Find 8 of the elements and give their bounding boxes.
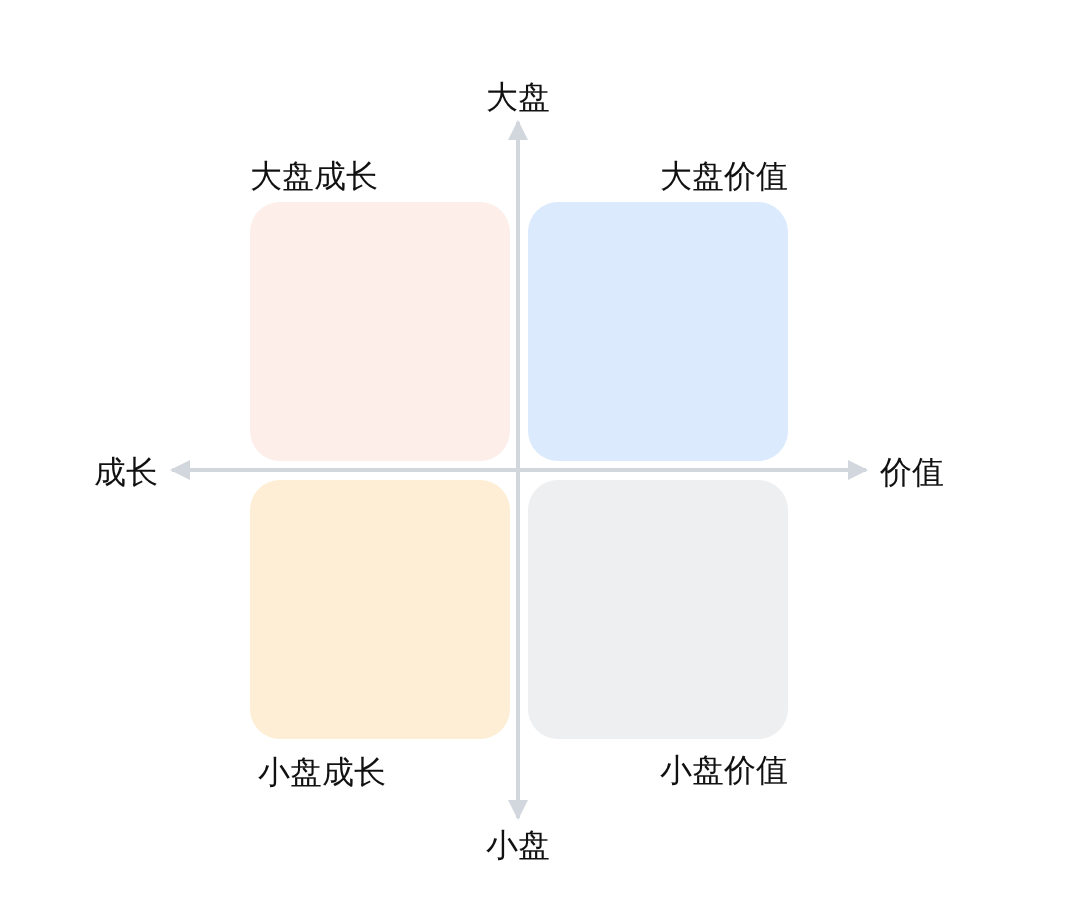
quadrant-title: 大盘成长 bbox=[250, 156, 378, 196]
axis-label: 小盘 bbox=[486, 825, 550, 865]
quadrant-title: 大盘价值 bbox=[660, 156, 788, 196]
quadrant-title: 小盘价值 bbox=[660, 750, 788, 790]
quadrant-title: 小盘成长 bbox=[258, 752, 386, 792]
axis-label: 成长 bbox=[94, 452, 158, 492]
axis-label: 大盘 bbox=[486, 77, 550, 117]
axis-label: 价值 bbox=[880, 452, 944, 492]
